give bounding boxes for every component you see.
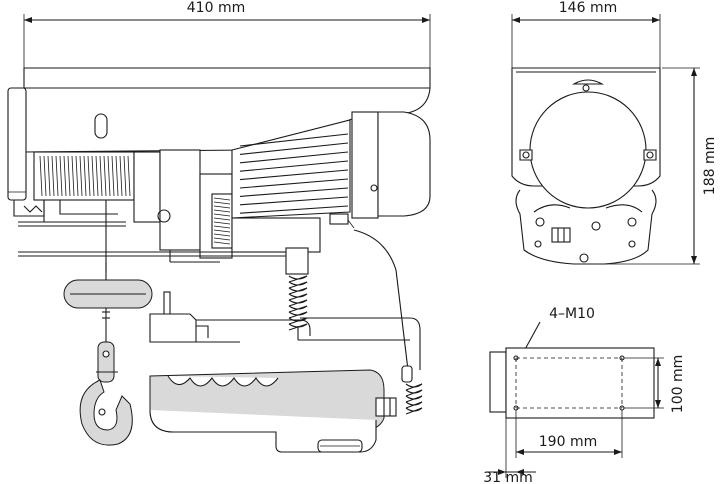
side-gearbox	[515, 189, 657, 265]
motor	[231, 111, 431, 219]
dim-side-height	[604, 67, 700, 265]
power-plug	[149, 291, 311, 343]
dim-side-width-label: 146 mm	[559, 0, 617, 16]
plate-stub	[489, 351, 507, 413]
left-bracket	[13, 200, 300, 272]
control-cable	[329, 213, 423, 415]
dim-hole-width-label: 190 mm	[539, 434, 597, 450]
mount-holes-label: 4–M10	[549, 306, 595, 322]
pendant-controller	[149, 369, 397, 453]
mounting-view: 4–M10 100 mm 190 mm	[483, 306, 686, 484]
dim-hole-offset	[486, 418, 536, 478]
mounting-plate	[505, 347, 655, 419]
dim-hole-width	[515, 410, 623, 458]
cable-drum	[33, 149, 201, 251]
dim-hole-height	[624, 357, 664, 409]
mount-hole	[513, 355, 519, 361]
dim-hole-offset-label: 31 mm	[483, 470, 533, 484]
hook	[79, 341, 133, 446]
dim-side-width	[511, 14, 661, 70]
dim-side-height-label: 188 mm	[702, 137, 718, 195]
front-view: 410 mm	[7, 0, 431, 453]
cable-spring	[285, 247, 421, 370]
housing-slot	[94, 113, 108, 139]
side-motor-circle	[529, 91, 647, 209]
dim-hole-height-label: 100 mm	[670, 355, 686, 413]
dim-front-width-label: 410 mm	[187, 0, 245, 16]
left-end-cap	[7, 87, 27, 201]
side-view: 146 mm 188 mm	[511, 0, 718, 265]
pulley-block	[63, 262, 153, 346]
gearbox	[199, 173, 321, 259]
